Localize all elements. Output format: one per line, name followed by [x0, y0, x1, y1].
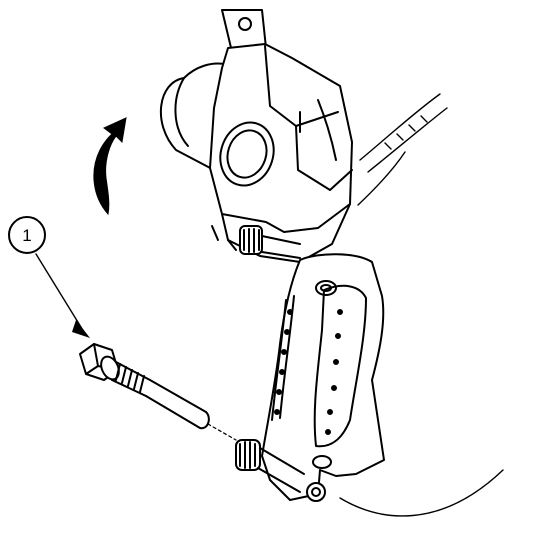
rotor-edge	[339, 93, 504, 517]
mounting-bracket	[261, 253, 385, 501]
lower-bushing	[235, 439, 326, 502]
caliper-housing	[159, 9, 353, 263]
callout-1-leader	[35, 253, 90, 338]
callout-1-bubble: 1	[8, 216, 46, 254]
callout-1-number: 1	[22, 226, 31, 245]
upper-guide-pin	[211, 225, 301, 259]
rotation-arrow-icon	[93, 117, 127, 216]
guide-pin-bolt	[79, 343, 237, 441]
